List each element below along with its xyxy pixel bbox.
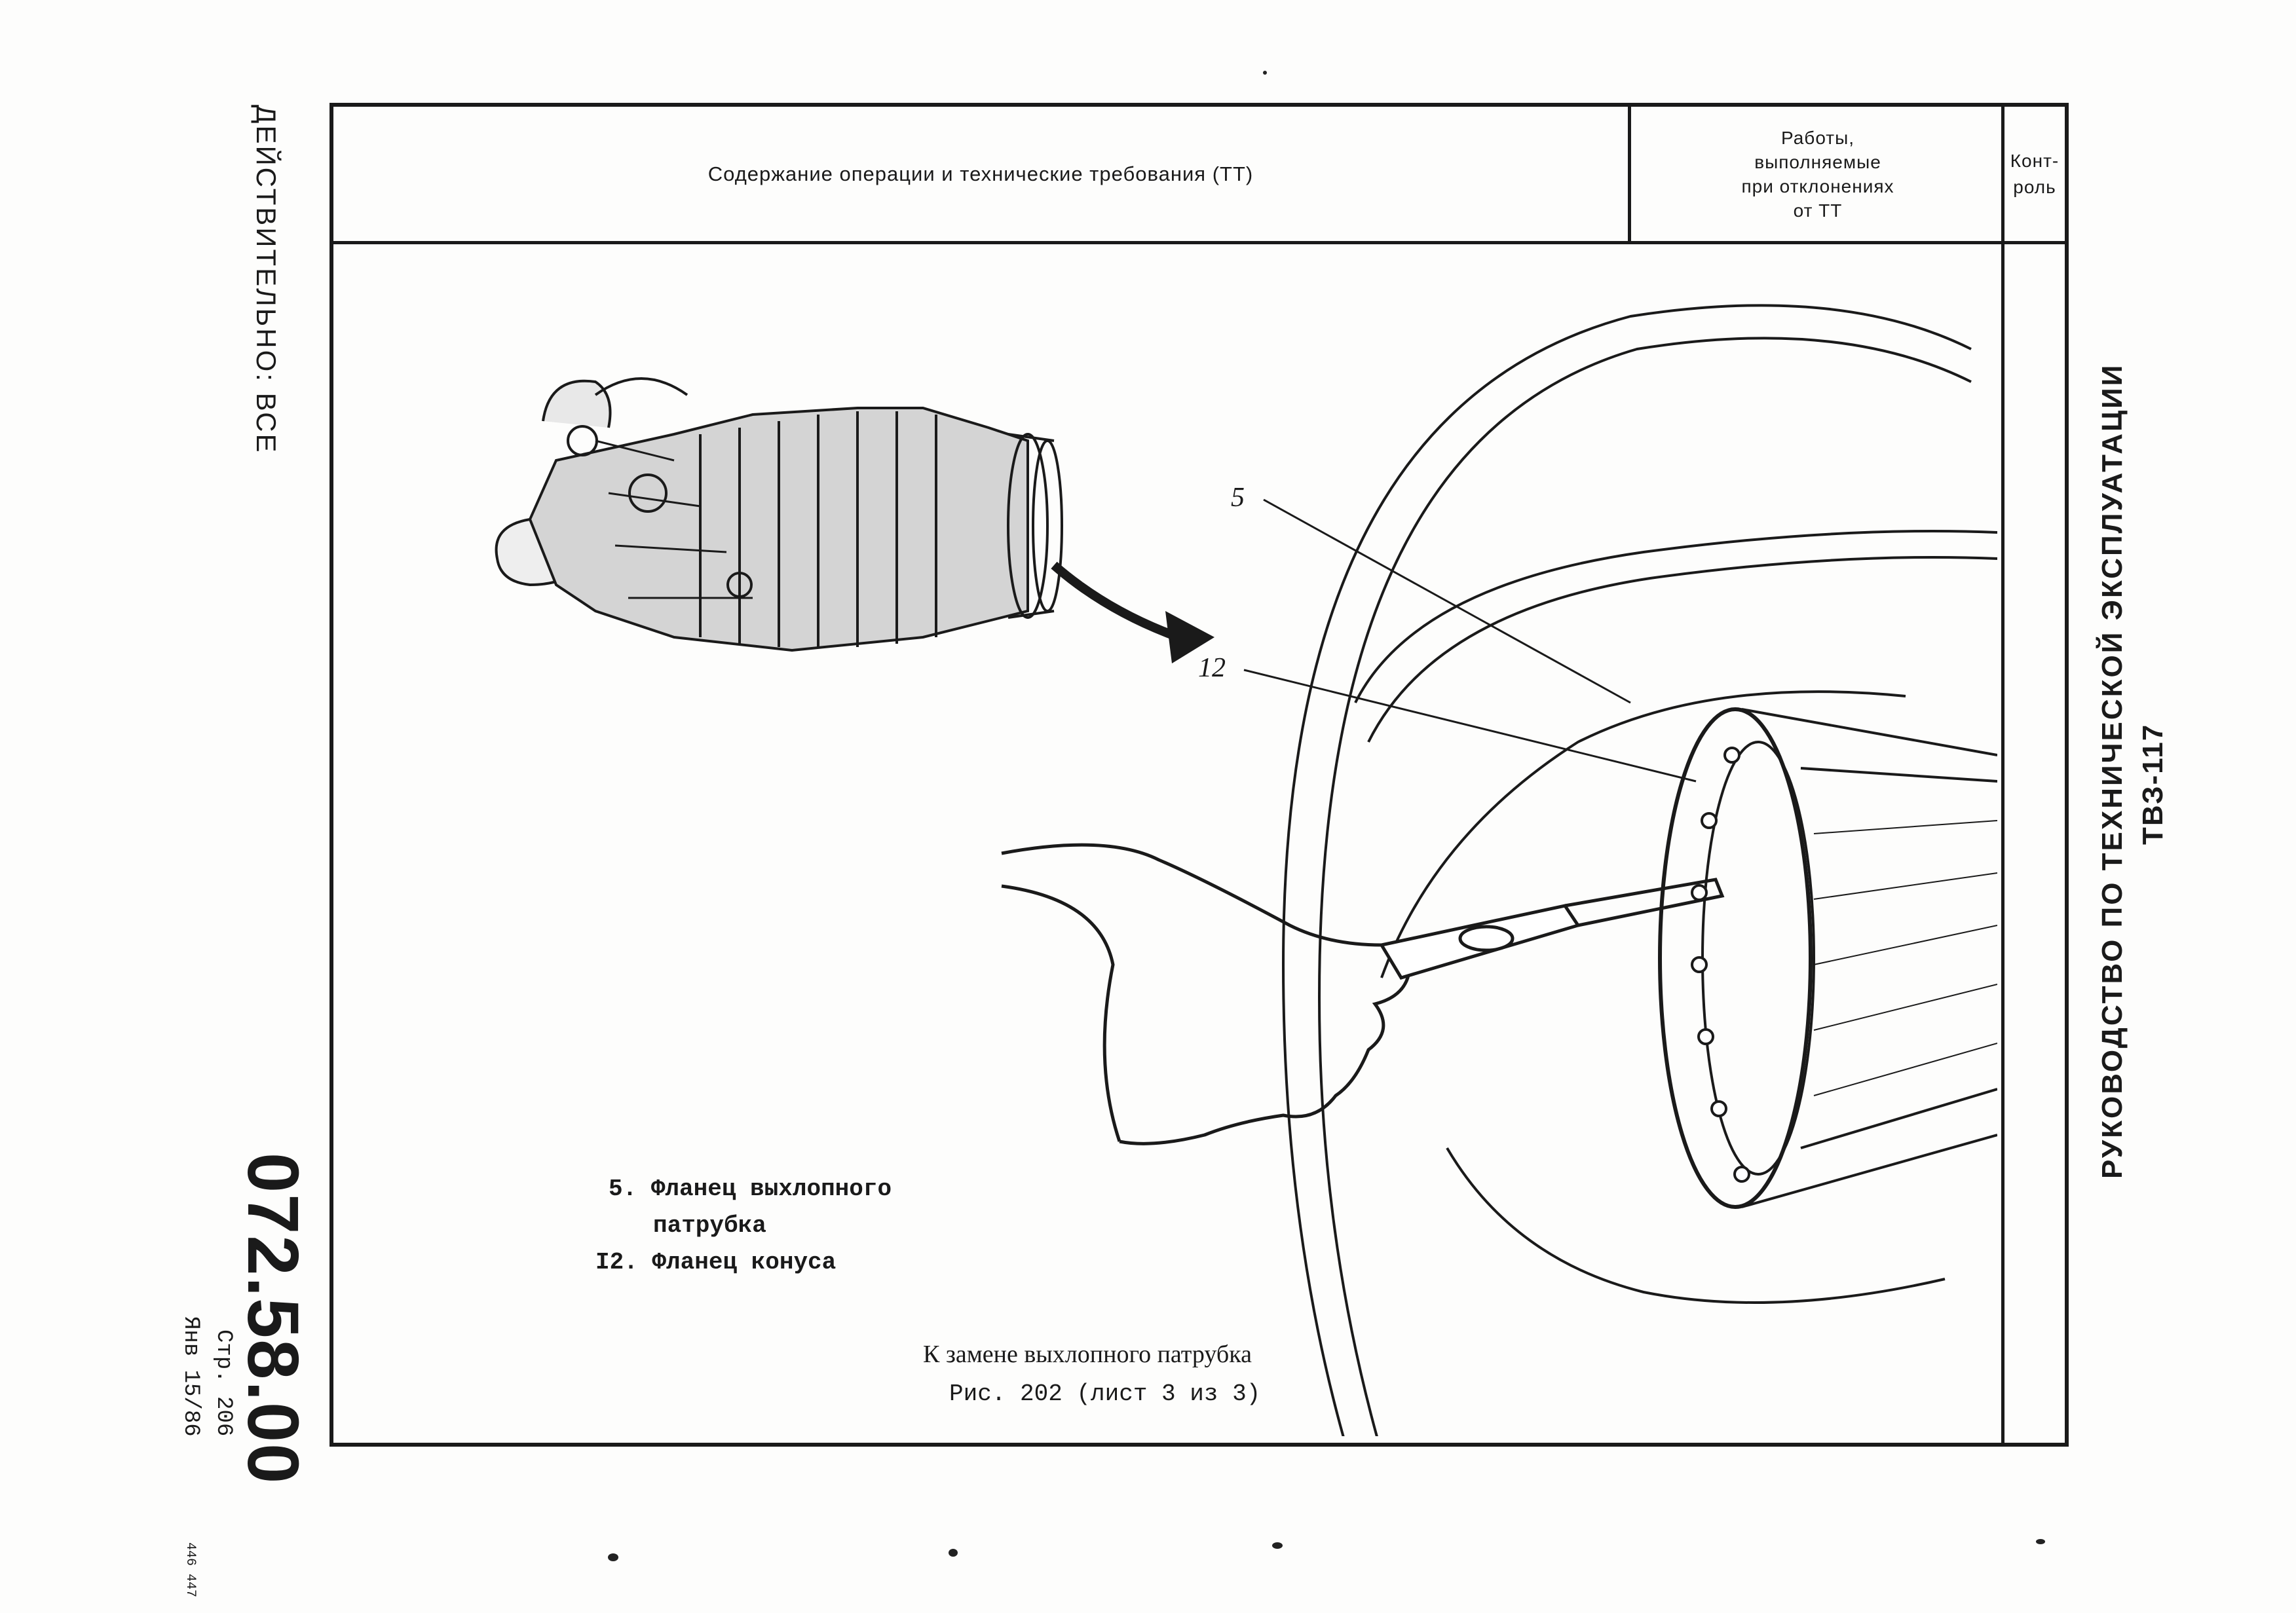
legend-text: Фланец конуса — [652, 1249, 837, 1276]
document-number: 072.58.00 — [233, 1153, 313, 1485]
figure-reference: Рис. 202 (лист 3 из 3) — [949, 1381, 1261, 1407]
legend-item-12: I2. Фланец конуса — [595, 1244, 892, 1281]
legend-num: I2. — [595, 1249, 638, 1276]
scan-speck — [949, 1549, 958, 1557]
legend: 5. Фланец выхлопного патрубка I2. Фланец… — [595, 1171, 892, 1281]
scan-speck — [2036, 1539, 2045, 1544]
table-header: Содержание операции и технические требов… — [333, 107, 2065, 244]
control-column-divider — [2001, 107, 2004, 1443]
manual-title: РУКОВОДСТВО ПО ТЕХНИЧЕСКОЙ ЭКСПЛУАТАЦИИ — [2096, 363, 2128, 1179]
legend-item-5: 5. Фланец выхлопного — [595, 1171, 892, 1208]
page-number: Стр. 206 — [211, 1329, 236, 1437]
detail-arrow — [1051, 561, 1180, 642]
engine-model: ТВЗ-117 — [2137, 723, 2169, 845]
scan-speck — [1272, 1542, 1283, 1549]
stamp-number: 446 447 — [183, 1542, 198, 1598]
figure-caption: К замене выхлопного патрубка — [923, 1341, 1252, 1368]
scan-speck — [1263, 71, 1267, 75]
legend-num: 5. — [609, 1176, 637, 1202]
callout-5: 5 — [1231, 483, 1245, 513]
form-frame: Содержание операции и технические требов… — [329, 103, 2069, 1447]
header-divider-1 — [1628, 107, 1631, 241]
exhaust-pipe-illustration: 5 12 — [495, 304, 1997, 1436]
control-header: Конт- роль — [2010, 150, 2060, 197]
revision-date: Янв 15/86 — [178, 1316, 203, 1437]
deviation-header: Работы, выполняемые при отклонениях от Т… — [1741, 127, 1894, 221]
legend-text: Фланец выхлопного — [650, 1176, 892, 1202]
validity-text: ДЕЙСТВИТЕЛЬНО: ВСЕ — [251, 105, 282, 454]
engine-thumbnail — [495, 377, 1063, 652]
scan-speck — [608, 1553, 618, 1561]
legend-item-5-cont: патрубка — [653, 1212, 766, 1239]
callout-12: 12 — [1198, 653, 1226, 683]
operation-header: Содержание операции и технические требов… — [707, 162, 1254, 185]
